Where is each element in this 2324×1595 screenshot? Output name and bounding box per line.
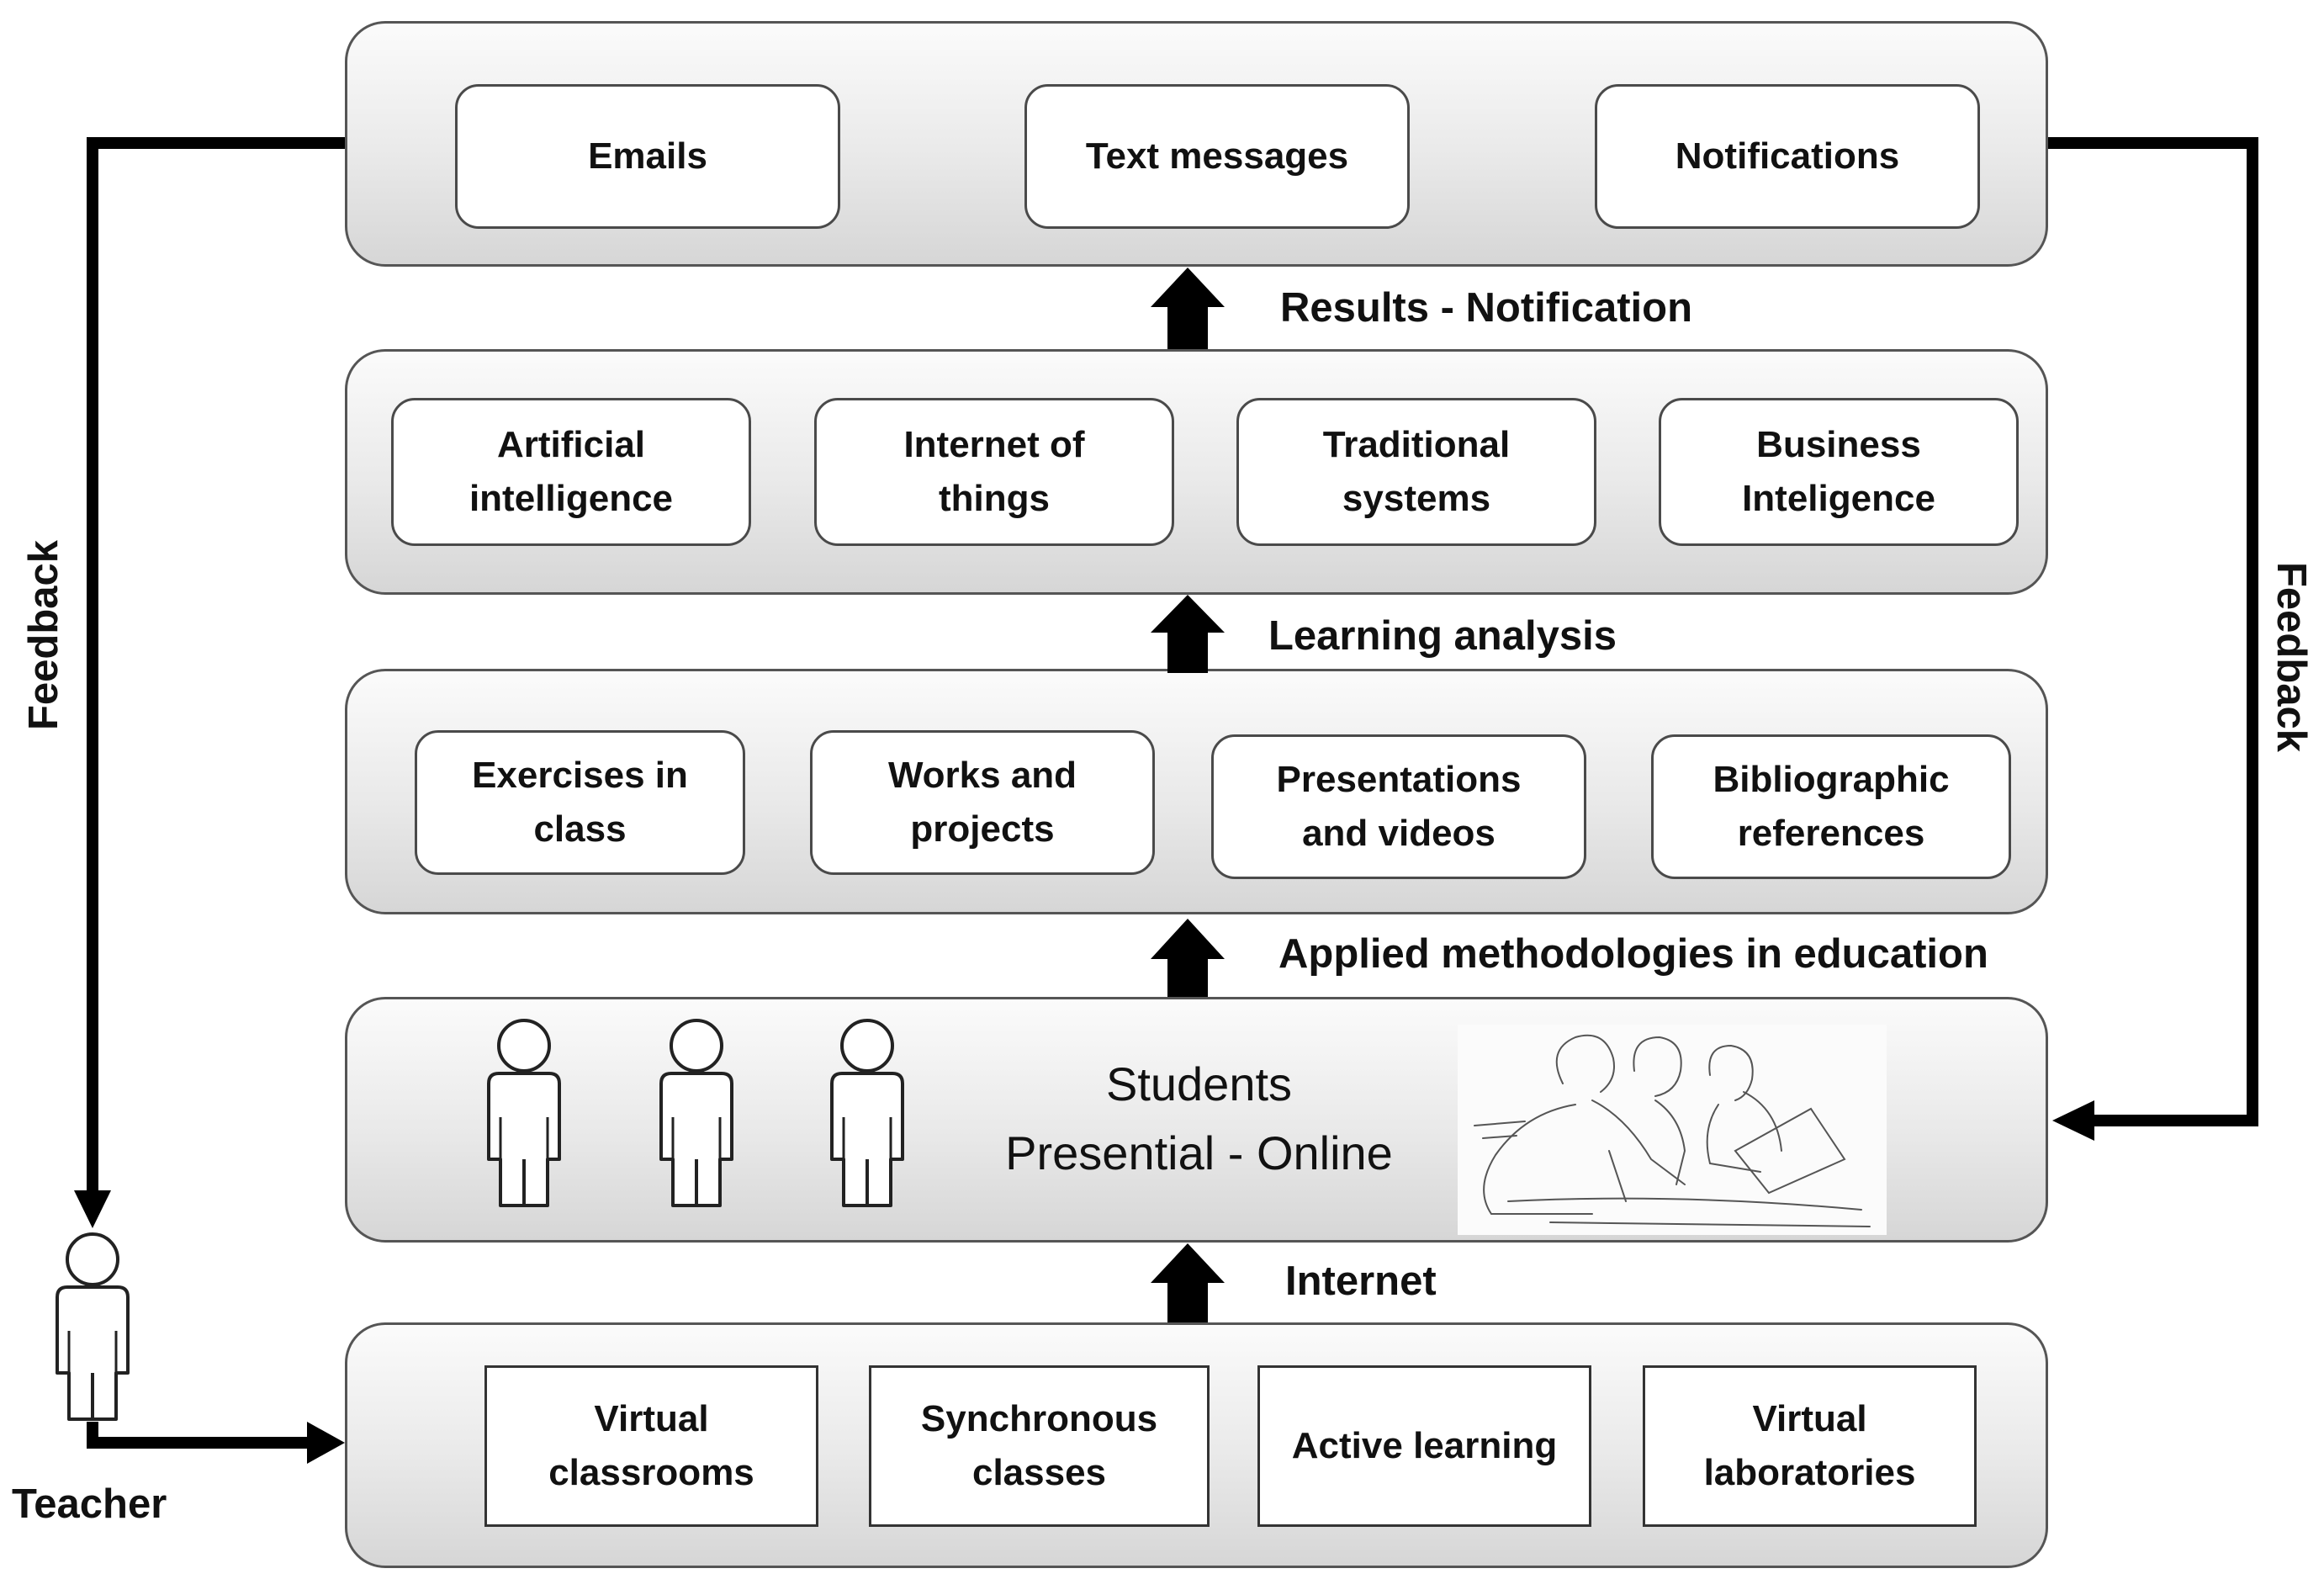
internet-of-things-box: Internet of things [814, 398, 1174, 546]
up-arrow [1151, 268, 1225, 349]
teacher-label: Teacher [12, 1481, 167, 1527]
artificial-intelligence-box: Artificial intelligence [391, 398, 751, 546]
methods-tier: Exercises in class Works and projects Pr… [345, 669, 2048, 914]
applied-methodologies-label: Applied methodologies in education [1278, 931, 1988, 977]
exercises-in-class-box: Exercises in class [415, 730, 745, 875]
learning-analysis-label: Learning analysis [1268, 613, 1617, 659]
virtual-classrooms-box: Virtual classrooms [484, 1365, 818, 1527]
business-inteligence-box: Business Inteligence [1659, 398, 2019, 546]
synchronous-classes-box: Synchronous classes [869, 1365, 1210, 1527]
person-icon [659, 1019, 733, 1207]
analysis-tier: Artificial intelligence Internet of thin… [345, 349, 2048, 595]
feedback-line-right [2048, 137, 2258, 1126]
person-icon [487, 1019, 561, 1207]
up-arrow [1151, 919, 1225, 997]
teacher-to-platforms-line [87, 1422, 310, 1449]
bibliographic-references-box: Bibliographic references [1651, 734, 2011, 879]
down-arrowhead [74, 1190, 111, 1228]
person-icon [830, 1019, 904, 1207]
feedback-line-left [87, 137, 345, 1193]
traditional-systems-box: Traditional systems [1236, 398, 1596, 546]
presentations-and-videos-box: Presentations and videos [1211, 734, 1586, 879]
platforms-tier: Virtual classrooms Synchronous classes A… [345, 1322, 2048, 1568]
active-learning-box: Active learning [1257, 1365, 1591, 1527]
virtual-laboratories-box: Virtual laboratories [1643, 1365, 1977, 1527]
text-messages-box: Text messages [1024, 84, 1410, 229]
left-arrowhead [2052, 1100, 2094, 1141]
teacher-person-icon [56, 1232, 130, 1421]
notification-tier: Emails Text messages Notifications [345, 21, 2048, 267]
up-arrow [1151, 1243, 1225, 1322]
internet-label: Internet [1285, 1259, 1437, 1304]
up-arrow [1151, 595, 1225, 673]
right-arrowhead [307, 1422, 345, 1464]
works-and-projects-box: Works and projects [810, 730, 1155, 875]
emails-box: Emails [455, 84, 840, 229]
students-collaborating-sketch [1458, 1025, 1887, 1235]
notifications-box: Notifications [1595, 84, 1980, 229]
results-notification-label: Results - Notification [1280, 285, 1693, 331]
